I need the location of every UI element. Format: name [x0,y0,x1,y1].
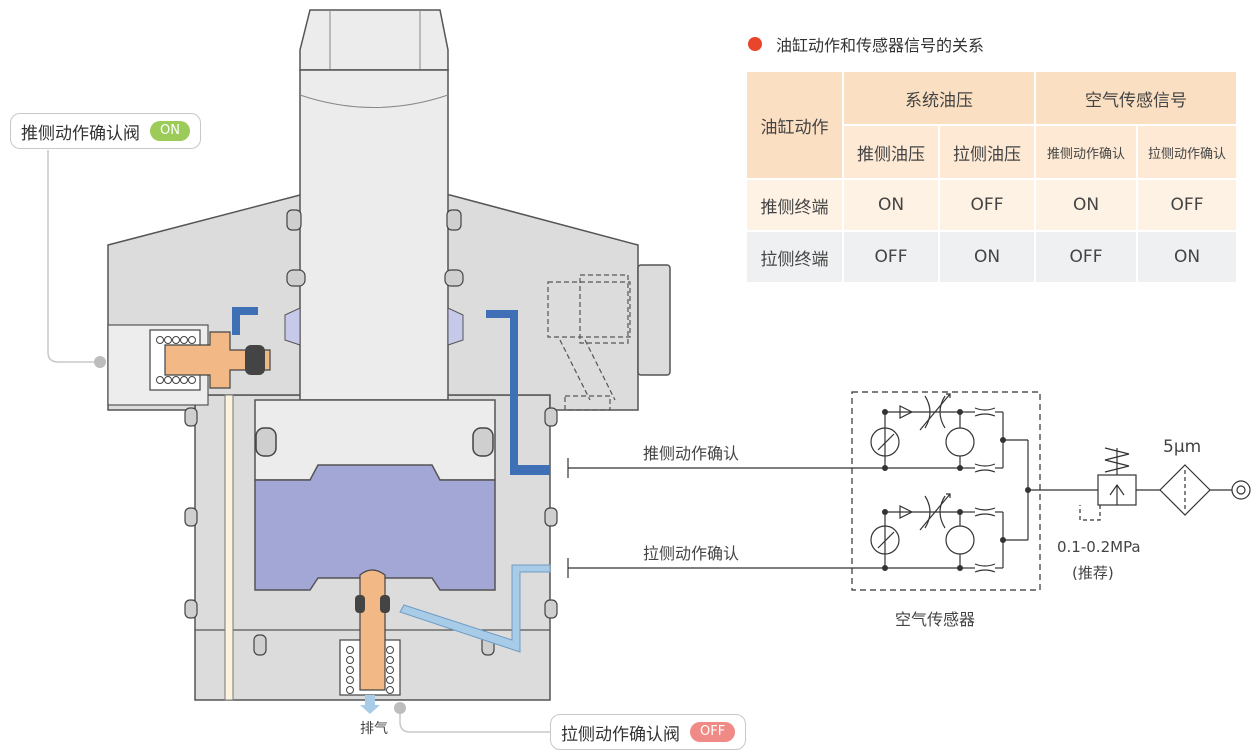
filter-size-label: 5μm [1163,437,1202,457]
row-label: 拉侧终端 [747,232,842,282]
pull-confirm-line-label: 拉侧动作确认 [643,544,740,563]
pressure-range-label: 0.1-0.2MPa [1057,538,1141,556]
table-row: 推侧终端 ON OFF ON OFF [747,180,1236,230]
table-cell: ON [940,232,1034,282]
pull-valve-callout: 拉侧动作确认阀 OFF [550,714,747,750]
exhaust-arrow-icon [360,695,380,714]
pull-callout-leader [399,710,550,733]
push-callout-anchor [94,356,106,368]
row-label: 推侧终端 [747,180,842,230]
table-row: 拉侧终端 OFF ON OFF ON [747,232,1236,282]
table-title-text: 油缸动作和传感器信号的关系 [776,36,985,55]
subheader-pull-pressure: 拉侧油压 [940,126,1034,178]
rod-hex-top [299,9,449,71]
table-cell: ON [1138,232,1236,282]
header-system-pressure: 系统油压 [844,72,1034,124]
on-status-badge: ON [150,121,190,141]
side-port-fitting [547,274,631,411]
header-air-signal: 空气传感信号 [1036,72,1236,124]
table-cell: ON [1036,180,1136,230]
subheader-push-confirm: 推侧动作确认 [1036,126,1136,178]
table-cell: OFF [940,180,1034,230]
pull-confirm-valve [339,569,401,714]
plunger-rod [299,69,449,401]
pressure-switch-icon [945,427,975,457]
exhaust-label: 排气 [360,721,388,737]
header-action: 油缸动作 [747,72,842,178]
table-cell: OFF [844,232,938,282]
bullet-dot-icon [748,37,762,51]
table-cell: OFF [1036,232,1136,282]
air-sensor-label: 空气传感器 [895,610,976,629]
subheader-push-pressure: 推侧油压 [844,126,938,178]
table-cell: ON [844,180,938,230]
table-cell: OFF [1138,180,1236,230]
side-port-block [637,264,671,376]
signal-table: 油缸动作 系统油压 空气传感信号 推侧油压 拉侧油压 推侧动作确认 拉侧动作确认… [745,70,1238,284]
off-status-badge: OFF [690,722,736,742]
air-sensor-box [851,391,1041,591]
push-confirm-line-label: 推侧动作确认 [643,444,740,463]
air-source-icon [1231,480,1251,500]
pull-oil-chamber [254,464,496,591]
push-callout-leader [47,150,98,363]
filter-icon [1159,464,1211,516]
pull-valve-label: 拉侧动作确认阀 [561,724,680,745]
pull-air-passage [399,564,551,653]
push-confirm-valve [149,329,271,391]
air-passage-left [224,394,234,701]
table-title: 油缸动作和传感器信号的关系 [748,32,984,56]
pull-callout-anchor [394,702,406,714]
pressure-note-label: (推荐) [1072,564,1114,582]
push-oil-passage [486,310,550,475]
push-valve-label: 推侧动作确认阀 [21,123,140,144]
push-valve-callout: 推侧动作确认阀 ON [10,113,201,149]
subheader-pull-confirm: 拉侧动作确认 [1138,126,1236,178]
